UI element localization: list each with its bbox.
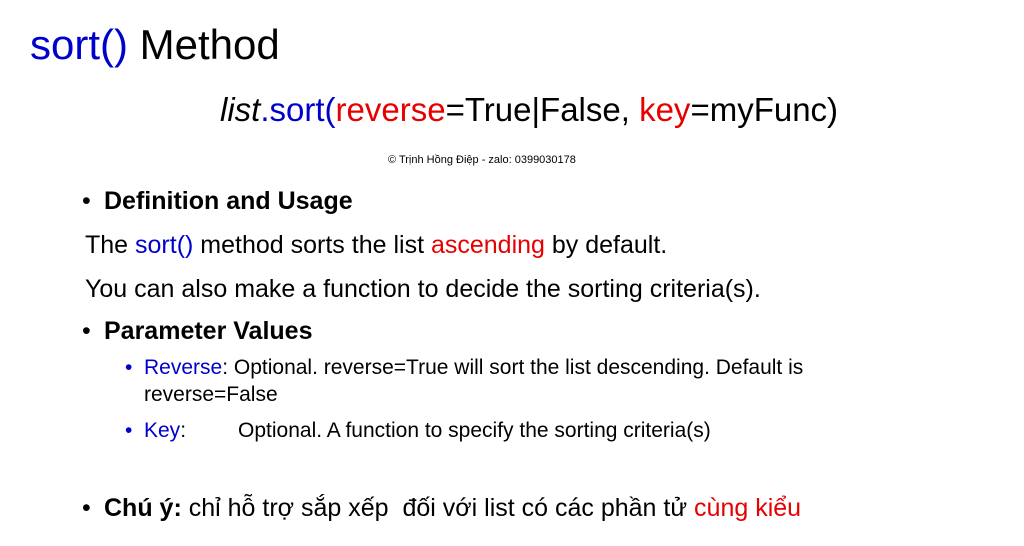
definition-heading-item: • Definition and Usage bbox=[82, 185, 353, 217]
param-key-desc: Optional. A function to specify the sort… bbox=[238, 419, 711, 442]
signature-method: .sort( bbox=[260, 91, 336, 128]
method-signature: list.sort(reverse=True|False, key=myFunc… bbox=[220, 88, 838, 132]
param-key-colon: : bbox=[180, 419, 187, 442]
definition-text: The bbox=[85, 231, 136, 259]
definition-line-1: The sort() method sorts the list ascendi… bbox=[85, 229, 667, 261]
param-key-name: Key bbox=[144, 419, 181, 442]
note-highlight: cùng kiểu bbox=[694, 494, 802, 522]
signature-param-key: key bbox=[639, 91, 691, 128]
bullet-icon: • bbox=[82, 317, 91, 345]
definition-highlight: ascending bbox=[430, 231, 545, 259]
title-function-name: sort() bbox=[30, 21, 128, 68]
signature-object: list bbox=[220, 91, 261, 128]
definition-line-2: You can also make a function to decide t… bbox=[85, 275, 761, 303]
signature-param-reverse: reverse bbox=[335, 91, 446, 128]
definition-heading: Definition and Usage bbox=[104, 187, 353, 215]
param-reverse-name: Reverse bbox=[144, 356, 223, 379]
title-rest: Method bbox=[128, 21, 280, 68]
sub-bullet-icon: • bbox=[125, 356, 133, 379]
note-item: • Chú ý: chỉ hỗ trợ sắp xếp đối với list … bbox=[82, 492, 801, 524]
signature-param-reverse-value: =True|False, bbox=[445, 91, 640, 128]
note-label: Chú ý: bbox=[104, 494, 182, 522]
copyright-notice: © Trịnh Hồng Điệp - zalo: 0399030178 bbox=[388, 154, 576, 166]
parameters-heading: Parameter Values bbox=[104, 317, 313, 345]
note-text: chỉ hỗ trợ sắp xếp đối với list có các p… bbox=[181, 494, 695, 522]
sub-bullet-icon: • bbox=[125, 419, 133, 442]
definition-text: by default. bbox=[544, 231, 668, 259]
page-title: sort() Method bbox=[30, 20, 280, 70]
param-reverse-desc: : Optional. reverse=True will sort the l… bbox=[144, 356, 804, 406]
definition-text: method sorts the list bbox=[193, 231, 431, 259]
param-key-item: • Key: Optional. A function to specify the… bbox=[125, 417, 711, 444]
signature-param-key-value: =myFunc) bbox=[690, 91, 839, 128]
definition-method: sort() bbox=[135, 231, 194, 259]
parameters-heading-item: • Parameter Values bbox=[82, 315, 312, 347]
bullet-icon: • bbox=[82, 187, 91, 215]
param-reverse-item: • Reverse: Optional. reverse=True will so… bbox=[125, 354, 904, 408]
bullet-icon: • bbox=[82, 494, 91, 522]
